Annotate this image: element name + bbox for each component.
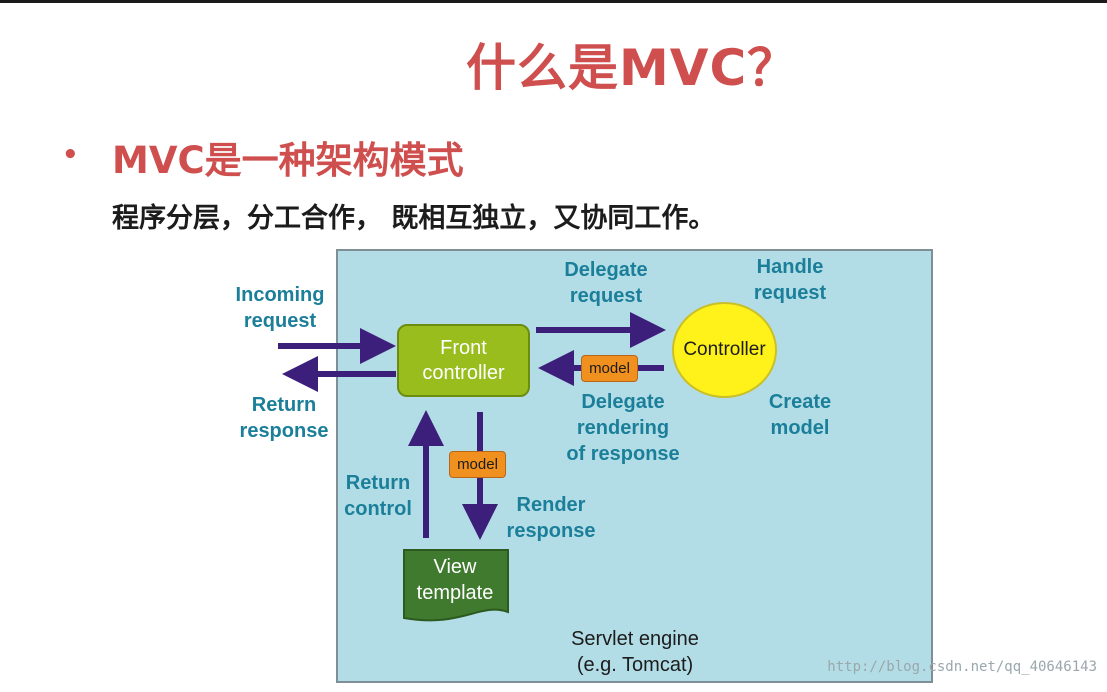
model-tag-render: model — [449, 451, 506, 478]
slide-title: 什么是MVC？ — [466, 39, 799, 97]
model-tag-return: model — [581, 355, 638, 382]
bullet-dot: • — [62, 140, 79, 170]
servlet-engine-label: Servlet engine(e.g. Tomcat) — [571, 628, 699, 676]
controller-circle: Controller — [672, 302, 777, 398]
bullet-heading: MVC是一种架构模式 — [112, 139, 464, 182]
bullet-subheading: 程序分层，分工合作， 既相互独立，又协同工作。 — [112, 203, 716, 234]
watermark: http://blog.csdn.net/qq_40646143 — [827, 659, 1097, 675]
view-template-shape — [403, 549, 509, 622]
top-border — [0, 0, 1107, 3]
